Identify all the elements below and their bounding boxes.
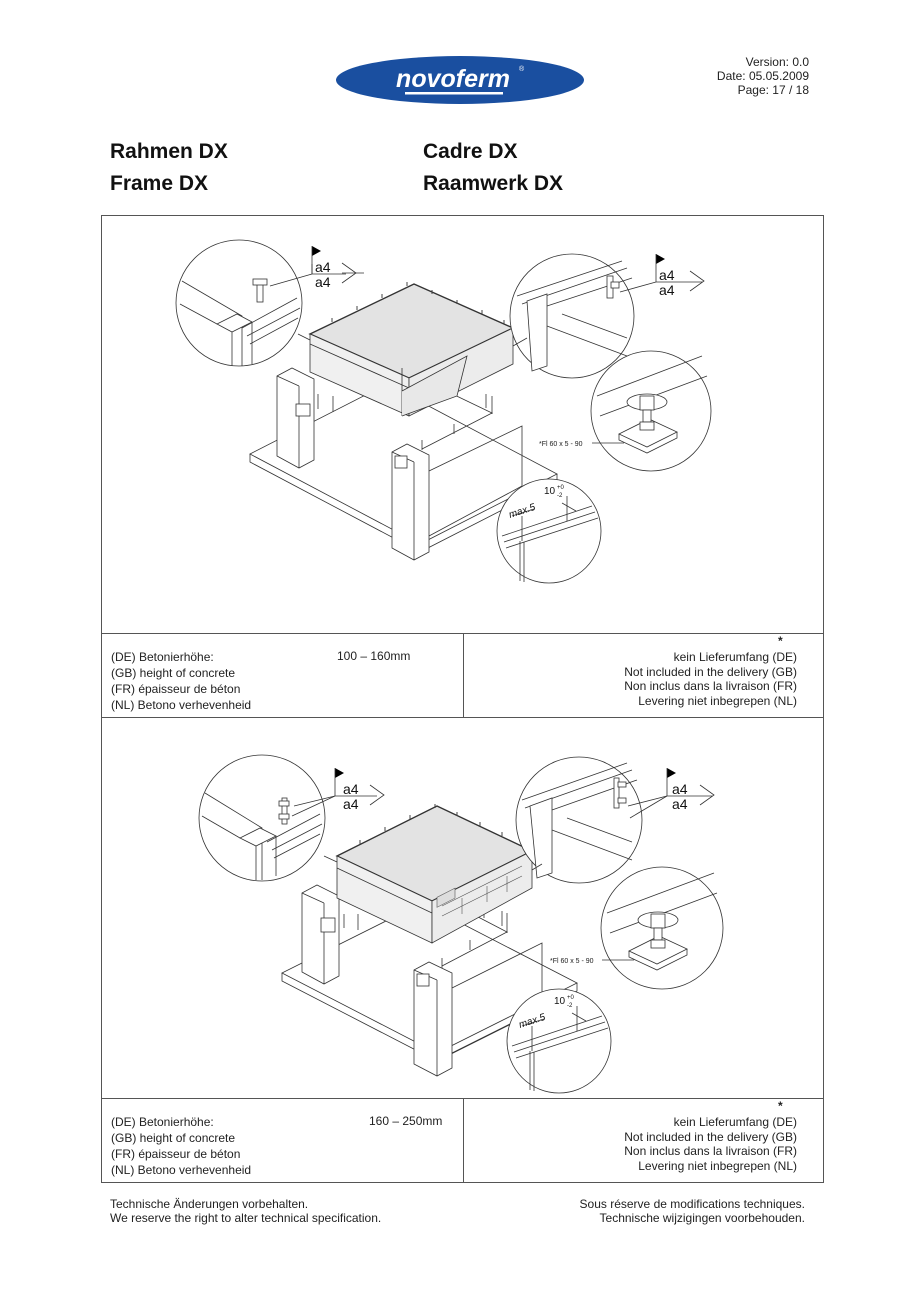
title-gb: Frame DX	[110, 172, 209, 195]
note-gb: Not included in the delivery (GB)	[624, 1129, 797, 1144]
date: Date: 05.05.2009	[716, 69, 809, 83]
concrete-label-de: (DE) Betonierhöhe:	[111, 650, 214, 664]
logo-text: novoferm	[396, 65, 510, 93]
note-gb: Not included in the delivery (GB)	[624, 664, 797, 679]
note-fr: Non inclus dans la livraison (FR)	[624, 1144, 797, 1158]
page-number: Page: 17 / 18	[737, 83, 809, 97]
concrete-label-de: (DE) Betonierhöhe:	[111, 1115, 214, 1129]
note-de: kein Lieferumfang (DE)	[673, 1115, 797, 1129]
weld-label-left-bottom: a4	[343, 796, 359, 812]
concrete-range-1: 100 – 160mm	[337, 649, 411, 663]
tolerance-base: 10	[544, 486, 556, 497]
assembly-drawing-2: a4 a4 a4 a4	[102, 718, 823, 1098]
concrete-label-gb: (GB) height of concrete	[111, 666, 236, 680]
concrete-range-2: 160 – 250mm	[369, 1114, 443, 1128]
weld-label-right-top: a4	[672, 781, 688, 797]
note-marker-1: *	[778, 634, 783, 648]
delivery-note-2: kein Lieferumfang (DE) Not included in t…	[624, 1115, 797, 1173]
title-de: Rahmen DX	[110, 140, 228, 163]
tolerance-plus: +0	[557, 485, 565, 491]
note-de: kein Lieferumfang (DE)	[673, 650, 797, 664]
tolerance-plus: +0	[567, 995, 575, 1001]
concrete-height-labels-2: (DE) Betonierhöhe: (GB) height of concre…	[111, 1114, 251, 1178]
flat-bar-label: *Fl 60 x 5 - 90	[550, 958, 594, 965]
title-right: Cadre DX Raamwerk DX	[423, 136, 563, 200]
column-divider	[463, 1098, 464, 1182]
column-divider	[463, 633, 464, 717]
footer-disclaimer-de: Technische Änderungen vorbehalten.	[110, 1197, 309, 1211]
tolerance-minus: -2	[567, 1003, 573, 1009]
title-left: Rahmen DX Frame DX	[110, 136, 228, 200]
concrete-label-fr: (FR) épaisseur de béton	[111, 682, 241, 696]
note-marker-2: *	[778, 1099, 783, 1113]
note-nl: Levering niet inbegrepen (NL)	[638, 1158, 797, 1173]
divider	[102, 717, 823, 718]
note-nl: Levering niet inbegrepen (NL)	[638, 693, 797, 708]
weld-label-left-top: a4	[343, 781, 359, 797]
delivery-note-1: kein Lieferumfang (DE) Not included in t…	[624, 650, 797, 708]
concrete-label-nl: (NL) Betono verhevenheid	[111, 1163, 252, 1177]
footer-disclaimer-nl: Technische wijzigingen voorbehouden.	[599, 1211, 805, 1225]
concrete-label-fr: (FR) épaisseur de béton	[111, 1147, 241, 1161]
weld-label-left-bottom: a4	[315, 274, 331, 290]
weld-label-left-top: a4	[315, 259, 331, 275]
assembly-drawing-1: a4 a4 a4 a4	[102, 216, 823, 633]
concrete-label-nl: (NL) Betono verhevenheid	[111, 698, 252, 712]
tolerance-minus: -2	[557, 493, 563, 499]
divider	[102, 1098, 823, 1099]
note-fr: Non inclus dans la livraison (FR)	[624, 679, 797, 693]
drawing-sheet: a4 a4 a4 a4	[101, 215, 824, 1183]
version: Version: 0.0	[745, 55, 809, 69]
document-meta: Version: 0.0 Date: 05.05.2009 Page: 17 /…	[717, 55, 809, 97]
weld-label-right-top: a4	[659, 267, 675, 283]
title-fr: Cadre DX	[423, 140, 518, 163]
footer-disclaimer-fr: Sous réserve de modifications techniques…	[579, 1197, 805, 1211]
registered-mark: ®	[519, 65, 525, 73]
tolerance-base: 10	[554, 996, 566, 1007]
weld-label-right-bottom: a4	[672, 796, 688, 812]
weld-label-right-bottom: a4	[659, 282, 675, 298]
footer-right: Sous réserve de modifications techniques…	[580, 1197, 805, 1225]
concrete-label-gb: (GB) height of concrete	[111, 1131, 236, 1145]
concrete-height-labels-1: (DE) Betonierhöhe: (GB) height of concre…	[111, 649, 251, 713]
footer-disclaimer-gb: We reserve the right to alter technical …	[110, 1211, 382, 1225]
novoferm-logo: novoferm ®	[335, 55, 585, 105]
flat-bar-label: *Fl 60 x 5 - 90	[539, 441, 583, 448]
title-nl: Raamwerk DX	[423, 172, 564, 195]
divider	[102, 633, 823, 634]
footer-left: Technische Änderungen vorbehalten. We re…	[110, 1197, 381, 1225]
